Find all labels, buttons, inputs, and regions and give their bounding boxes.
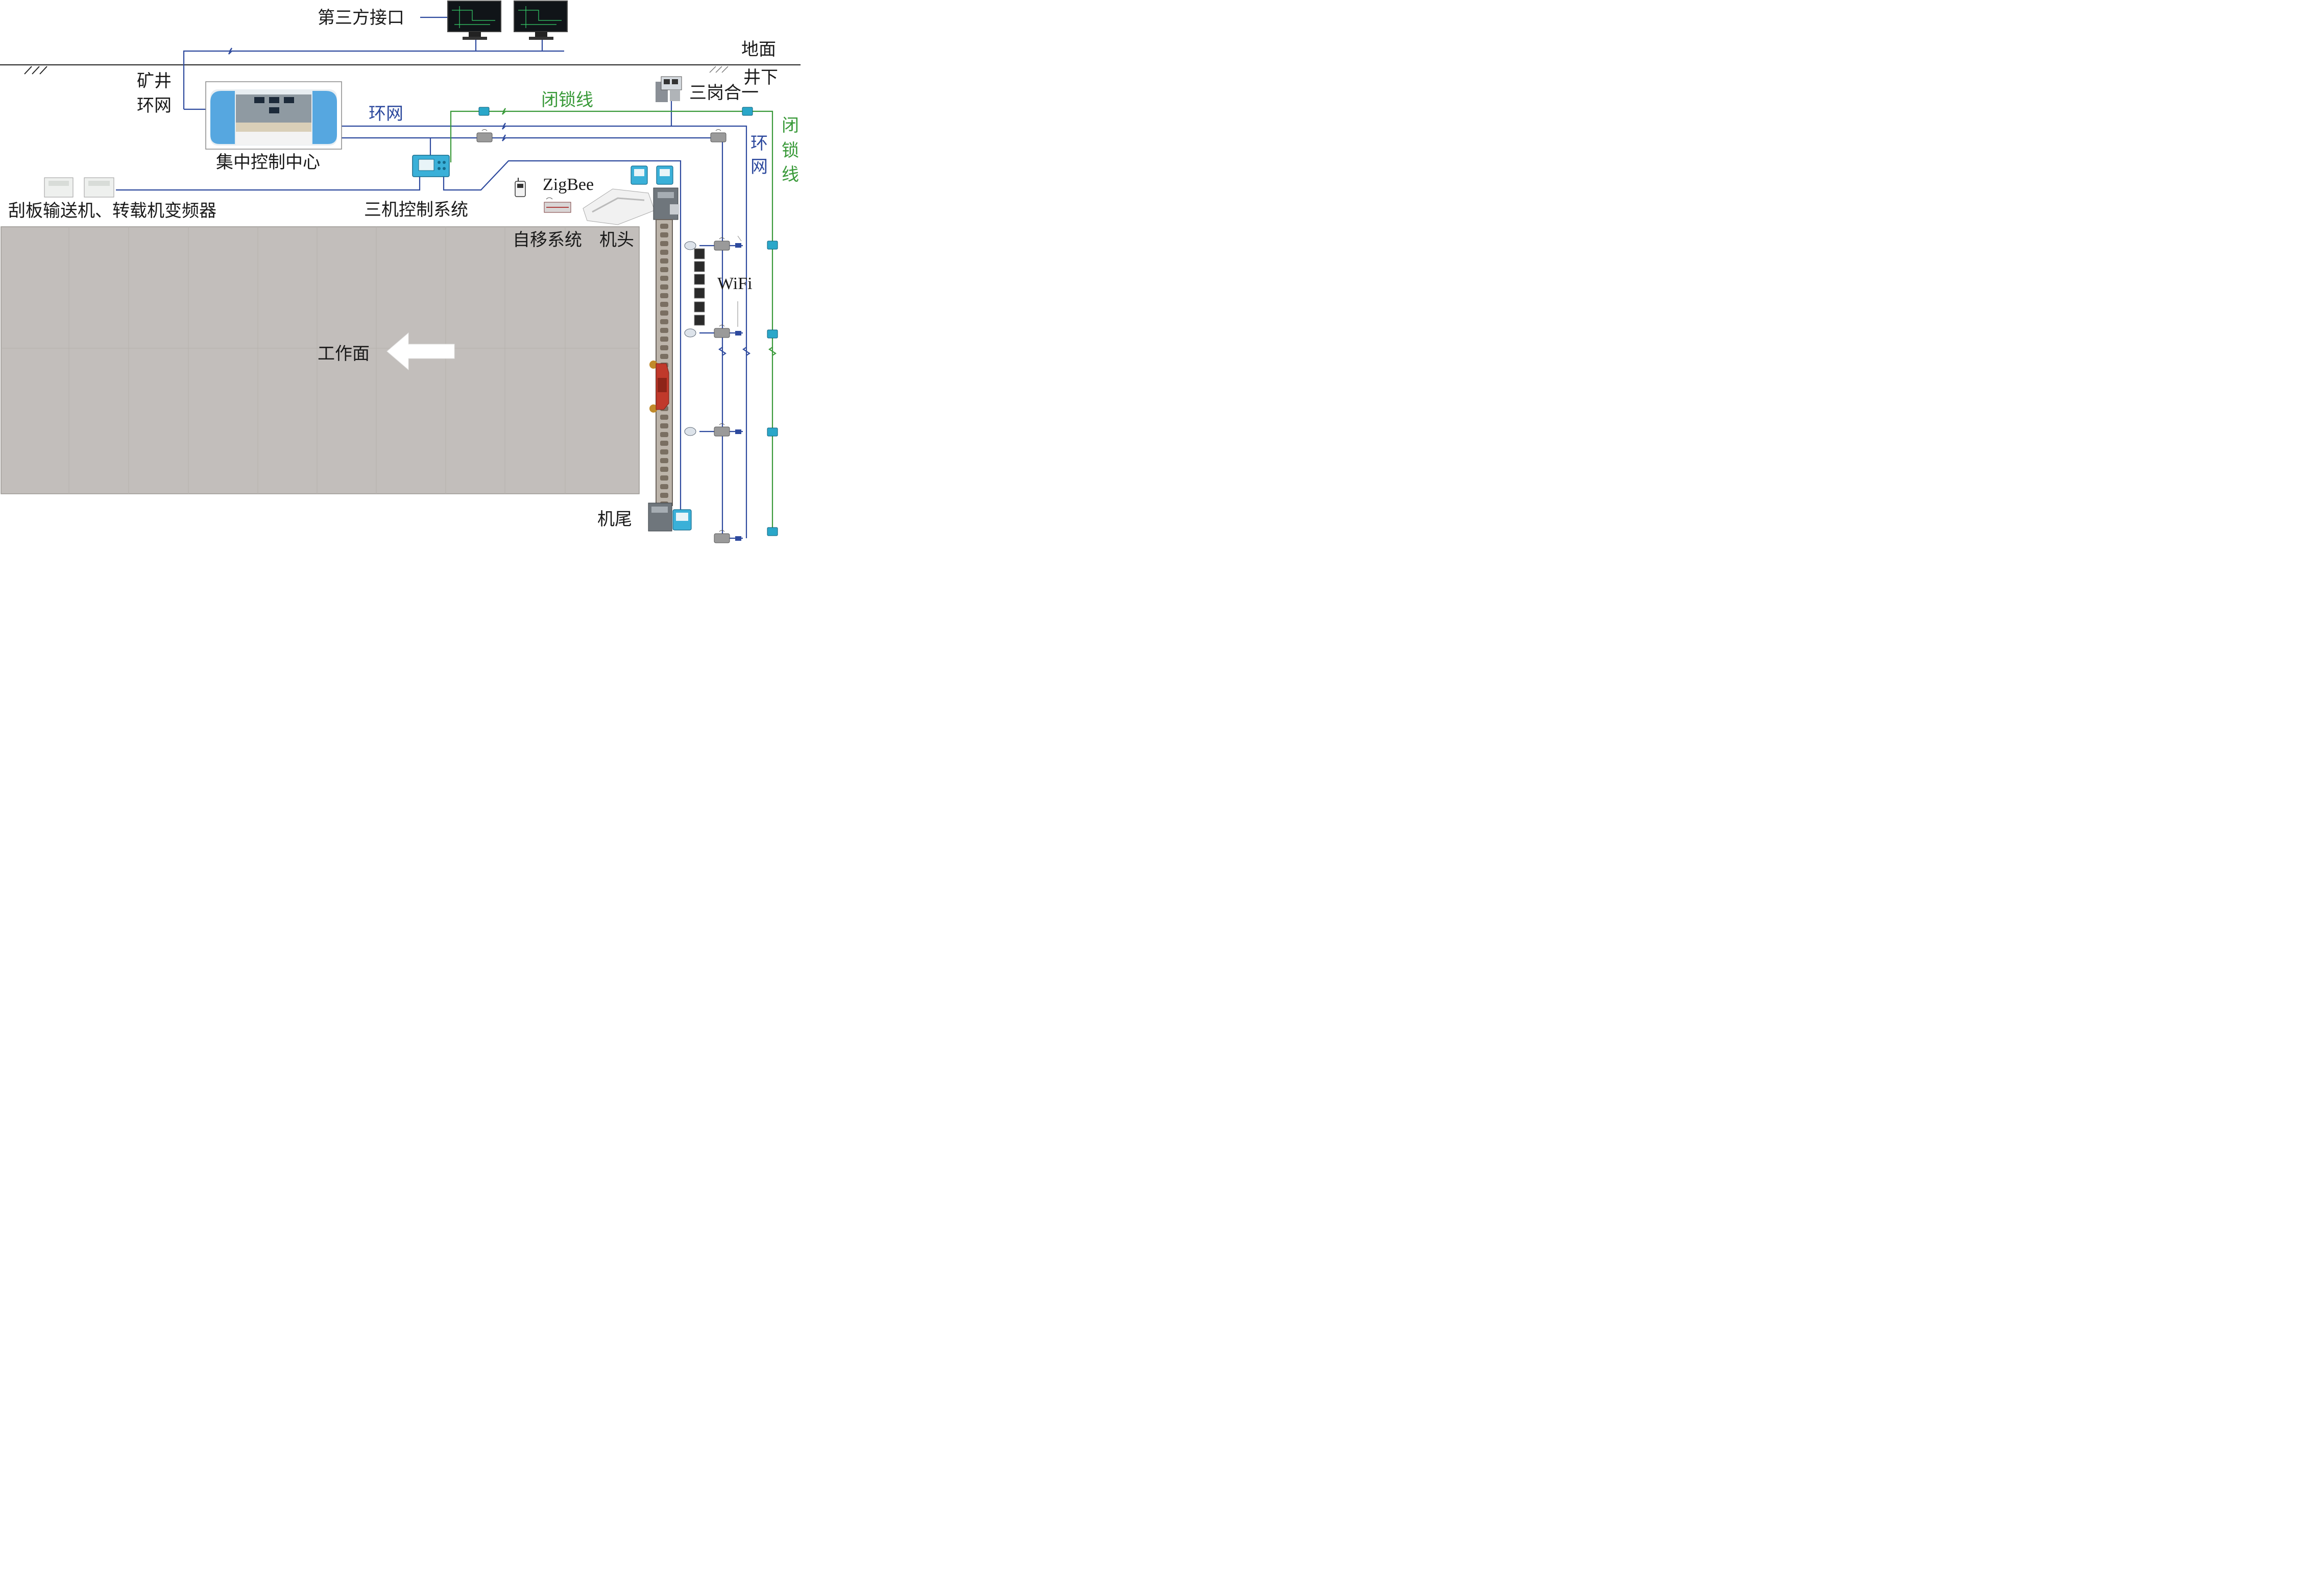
- working-face-label: 工作面: [318, 344, 370, 364]
- conveyor-chain-link: [660, 441, 668, 446]
- advance-direction-arrow: [386, 332, 455, 371]
- mine-ring-network-label-line2: 环网: [137, 95, 172, 116]
- mining-face-network-diagram: 第三方接口 地面 井下 矿井 环网 集中控制中心 环网 闭锁线 三岗合一 环 网…: [0, 0, 801, 546]
- frequency-converter-icon: [44, 177, 114, 198]
- three-posts-in-one-label: 三岗合一: [689, 83, 759, 103]
- three-machine-control-label: 三机控制系统: [364, 200, 468, 220]
- central-control-center-label: 集中控制中心: [216, 152, 320, 173]
- machine-head-label: 机头: [599, 230, 634, 250]
- conveyor-chain-link: [660, 354, 668, 359]
- conveyor-chain-link: [660, 293, 668, 298]
- monitor-icon: [447, 1, 568, 40]
- conveyor-chain-link: [660, 415, 668, 420]
- operator-station-icon: [656, 76, 682, 102]
- conveyor-chain-link: [660, 241, 668, 246]
- conveyor-chain-link: [660, 337, 668, 342]
- conveyor-chain-link: [660, 475, 668, 481]
- third-party-interface-label: 第三方接口: [318, 8, 404, 28]
- interlock-vertical-label-2: 锁: [782, 140, 799, 161]
- ring-network-top-label: 环网: [369, 104, 403, 124]
- conveyor-chain-link: [660, 328, 668, 333]
- conveyor-chain-link: [660, 484, 668, 489]
- wireless-handheld-icon: [515, 178, 571, 213]
- mine-ring-network-label-line1: 矿井: [137, 71, 172, 91]
- surface-label: 地面: [741, 39, 776, 60]
- camera-feed-thumbnails: [694, 248, 705, 326]
- conveyor-chain-link: [660, 267, 668, 272]
- ring-network-vertical-label-2: 网: [751, 157, 768, 177]
- conveyor-chain-link: [660, 449, 668, 454]
- ring-network-vertical-label-1: 环: [751, 133, 768, 154]
- conveyor-chain-link: [660, 258, 668, 263]
- hydraulic-support-icon: [583, 188, 655, 225]
- control-console-icon: [205, 81, 342, 150]
- self-moving-system-label: 自移系统: [513, 230, 582, 250]
- scraper-conveyor: [656, 219, 673, 507]
- conveyor-chain-link: [660, 310, 668, 316]
- conveyor-chain-link: [660, 302, 668, 307]
- conveyor-tail-icon: [648, 502, 672, 532]
- working-face-panel: [1, 226, 640, 494]
- control-box-icon: [412, 155, 450, 177]
- camera-icon: [684, 241, 696, 436]
- interlock-vertical-label-1: 闭: [782, 115, 799, 136]
- conveyor-chain-link: [660, 345, 668, 350]
- machine-tail-label: 机尾: [597, 509, 632, 530]
- zigbee-label: ZigBee: [543, 175, 594, 194]
- wireless-access-point-icon: [476, 129, 742, 543]
- control-box-icon: [631, 165, 692, 531]
- wifi-label: WiFi: [717, 274, 753, 293]
- conveyor-chain-link: [660, 224, 668, 229]
- interlock-node-icon: [478, 107, 778, 536]
- conveyor-chain-link: [660, 319, 668, 324]
- conveyor-inverters-label: 刮板输送机、转载机变频器: [8, 201, 216, 221]
- conveyor-chain-link: [660, 423, 668, 428]
- interlock-line-top-label: 闭锁线: [541, 90, 593, 110]
- conveyor-chain-link: [660, 232, 668, 237]
- ground-line: [0, 64, 801, 75]
- diagram-canvas: 第三方接口 地面 井下 矿井 环网 集中控制中心 环网 闭锁线 三岗合一 环 网…: [0, 1, 801, 543]
- conveyor-chain-link: [660, 467, 668, 472]
- conveyor-chain-link: [660, 276, 668, 281]
- underground-label: 井下: [743, 67, 778, 88]
- conveyor-chain-link: [660, 284, 668, 290]
- interlock-lines: [450, 108, 777, 531]
- shearer-icon: [649, 361, 669, 413]
- conveyor-head-icon: [653, 187, 679, 220]
- interlock-vertical-label-3: 线: [782, 164, 799, 185]
- conveyor-chain-link: [660, 493, 668, 498]
- conveyor-chain-link: [660, 250, 668, 255]
- conveyor-chain-link: [660, 458, 668, 463]
- conveyor-chain-link: [660, 432, 668, 437]
